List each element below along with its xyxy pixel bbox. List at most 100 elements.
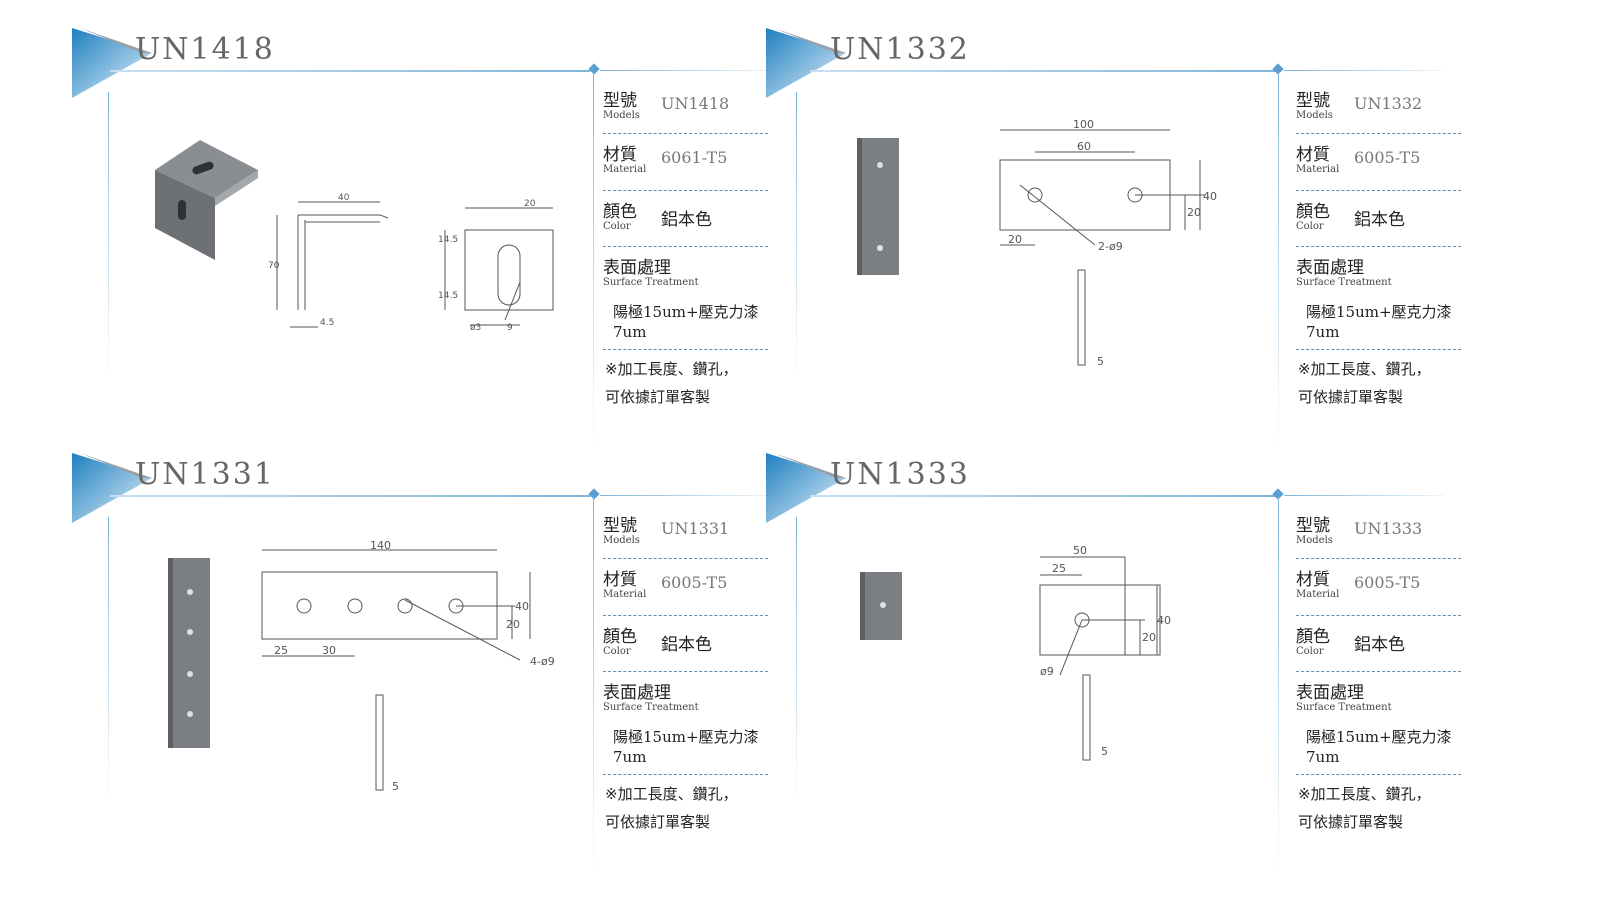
- dim-height: 40: [515, 600, 529, 613]
- dim-pitch: 30: [322, 644, 336, 657]
- spec-row-surface: 表面處理 Surface Treatment 陽極15um+壓克力漆7um: [603, 672, 768, 775]
- label-color-en: Color: [1296, 646, 1324, 657]
- spec-row-surface: 表面處理 Surface Treatment 陽極15um+壓克力漆7um: [1296, 672, 1461, 775]
- label-material: 材質: [1296, 145, 1330, 165]
- dim-half-height: 20: [506, 618, 520, 631]
- label-surface-en: Surface Treatment: [603, 277, 699, 288]
- spec-row-note: ※加工長度、鑽孔， 可依據訂單客製: [603, 775, 768, 845]
- dim-half-height: 20: [1142, 631, 1156, 644]
- note-line-1: ※加工長度、鑽孔，: [605, 360, 738, 378]
- spec-row-model: 型號 Models UN1332: [1296, 80, 1461, 134]
- spec-row-note: ※加工長度、鑽孔， 可依據訂單客製: [1296, 350, 1461, 420]
- spec-row-model: 型號 Models UN1331: [603, 505, 768, 559]
- value-model: UN1331: [661, 519, 730, 538]
- banner-ribbon: [766, 453, 846, 523]
- left-rule: [796, 92, 797, 382]
- product-drawing: 100 60 40 20 20 2-ø9 5: [857, 120, 1217, 368]
- product-title: UN1418: [135, 32, 275, 67]
- spec-row-note: ※加工長度、鑽孔， 可依據訂單客製: [1296, 775, 1461, 845]
- label-material-en: Material: [603, 164, 647, 175]
- label-color-en: Color: [1296, 221, 1324, 232]
- spec-divider: [593, 497, 594, 882]
- value-surface: 陽極15um+壓克力漆7um: [1306, 303, 1452, 341]
- label-surface-en: Surface Treatment: [1296, 702, 1392, 713]
- note-line-2: 可依據訂單客製: [1298, 813, 1404, 831]
- dim-height: 70: [268, 261, 280, 271]
- label-surface-en: Surface Treatment: [1296, 277, 1392, 288]
- dim-thickness: 4.5: [320, 318, 334, 328]
- dim-width: 40: [338, 193, 350, 203]
- spec-row-material: 材質 Material 6005-T5: [603, 559, 768, 616]
- value-material: 6005-T5: [661, 573, 728, 592]
- left-rule: [108, 92, 109, 382]
- label-color: 顏色: [1296, 202, 1330, 222]
- label-color-en: Color: [603, 646, 631, 657]
- value-color: 鋁本色: [1354, 635, 1405, 655]
- spec-row-material: 材質 Material 6005-T5: [1296, 559, 1461, 616]
- diamond-marker: [588, 488, 600, 500]
- bracket-front-view: [444, 207, 554, 326]
- product-panel-un1333: UN1333 50 25 40 20 ø9 5 型號 Models: [720, 445, 1500, 882]
- product-title: UN1332: [830, 32, 970, 67]
- dim-height: 40: [1203, 190, 1217, 203]
- spec-row-color: 顏色 Color 鋁本色: [603, 616, 768, 672]
- header-rule-tail: [600, 495, 770, 496]
- label-material: 材質: [1296, 570, 1330, 590]
- dim-front-width: 20: [524, 199, 536, 209]
- label-model-en: Models: [603, 535, 640, 546]
- value-surface: 陽極15um+壓克力漆7um: [613, 728, 759, 766]
- label-model: 型號: [1296, 516, 1330, 536]
- value-surface: 陽極15um+壓克力漆7um: [1306, 728, 1452, 766]
- dim-hole: ø3: [470, 323, 481, 330]
- product-panel-un1332: UN1332 100 60 40 20 20 2-ø9 5: [720, 20, 1500, 457]
- label-material: 材質: [603, 570, 637, 590]
- header-rule: [810, 495, 1280, 497]
- value-color: 鋁本色: [1354, 210, 1405, 230]
- spec-row-note: ※加工長度、鑽孔， 可依據訂單客製: [603, 350, 768, 420]
- dim-hole: ø9: [1040, 665, 1054, 678]
- label-material-en: Material: [1296, 589, 1340, 600]
- label-material-en: Material: [603, 589, 647, 600]
- value-material: 6061-T5: [661, 148, 728, 167]
- note-line-1: ※加工長度、鑽孔，: [605, 785, 738, 803]
- dim-b: 14.5: [438, 291, 458, 301]
- label-surface: 表面處理: [1296, 258, 1364, 278]
- dim-thickness: 5: [1097, 355, 1104, 368]
- label-model: 型號: [603, 516, 637, 536]
- bracket-side-view: [276, 201, 389, 328]
- banner-ribbon: [766, 28, 846, 98]
- spec-table: 型號 Models UN1331 材質 Material 6005-T5 顏色 …: [603, 505, 768, 845]
- value-material: 6005-T5: [1354, 148, 1421, 167]
- dim-half-length: 25: [1052, 562, 1066, 575]
- label-model-en: Models: [603, 110, 640, 121]
- note-line-2: 可依據訂單客製: [605, 813, 711, 831]
- header-rule-tail: [1284, 495, 1444, 496]
- spec-row-surface: 表面處理 Surface Treatment 陽極15um+壓克力漆7um: [1296, 247, 1461, 350]
- product-drawing: 140 40 20 25 30 4-ø9 5: [168, 540, 555, 793]
- diamond-marker: [588, 63, 600, 75]
- product-title: UN1333: [830, 457, 970, 492]
- label-material: 材質: [603, 145, 637, 165]
- label-model-en: Models: [1296, 110, 1333, 121]
- label-model: 型號: [603, 91, 637, 111]
- label-model-en: Models: [1296, 535, 1333, 546]
- value-color: 鋁本色: [661, 210, 712, 230]
- banner-ribbon: [72, 453, 152, 523]
- header-rule: [110, 495, 590, 497]
- value-color: 鋁本色: [661, 635, 712, 655]
- label-surface-en: Surface Treatment: [603, 702, 699, 713]
- label-surface: 表面處理: [603, 258, 671, 278]
- header-rule-tail: [1284, 70, 1444, 71]
- dim-pitch: 60: [1077, 140, 1091, 153]
- dim-length: 140: [370, 540, 391, 552]
- spec-table: 型號 Models UN1332 材質 Material 6005-T5 顏色 …: [1296, 80, 1461, 420]
- header-rule: [110, 70, 590, 72]
- spec-row-surface: 表面處理 Surface Treatment 陽極15um+壓克力漆7um: [603, 247, 768, 350]
- product-title: UN1331: [135, 457, 275, 492]
- spec-table: 型號 Models UN1418 材質 Material 6061-T5 顏色 …: [603, 80, 768, 420]
- plate-front-view: [1039, 556, 1161, 761]
- dim-a: 14.5: [438, 235, 458, 245]
- spec-divider: [1278, 497, 1279, 882]
- note-line-2: 可依據訂單客製: [605, 388, 711, 406]
- bracket-3d-render: [155, 140, 258, 260]
